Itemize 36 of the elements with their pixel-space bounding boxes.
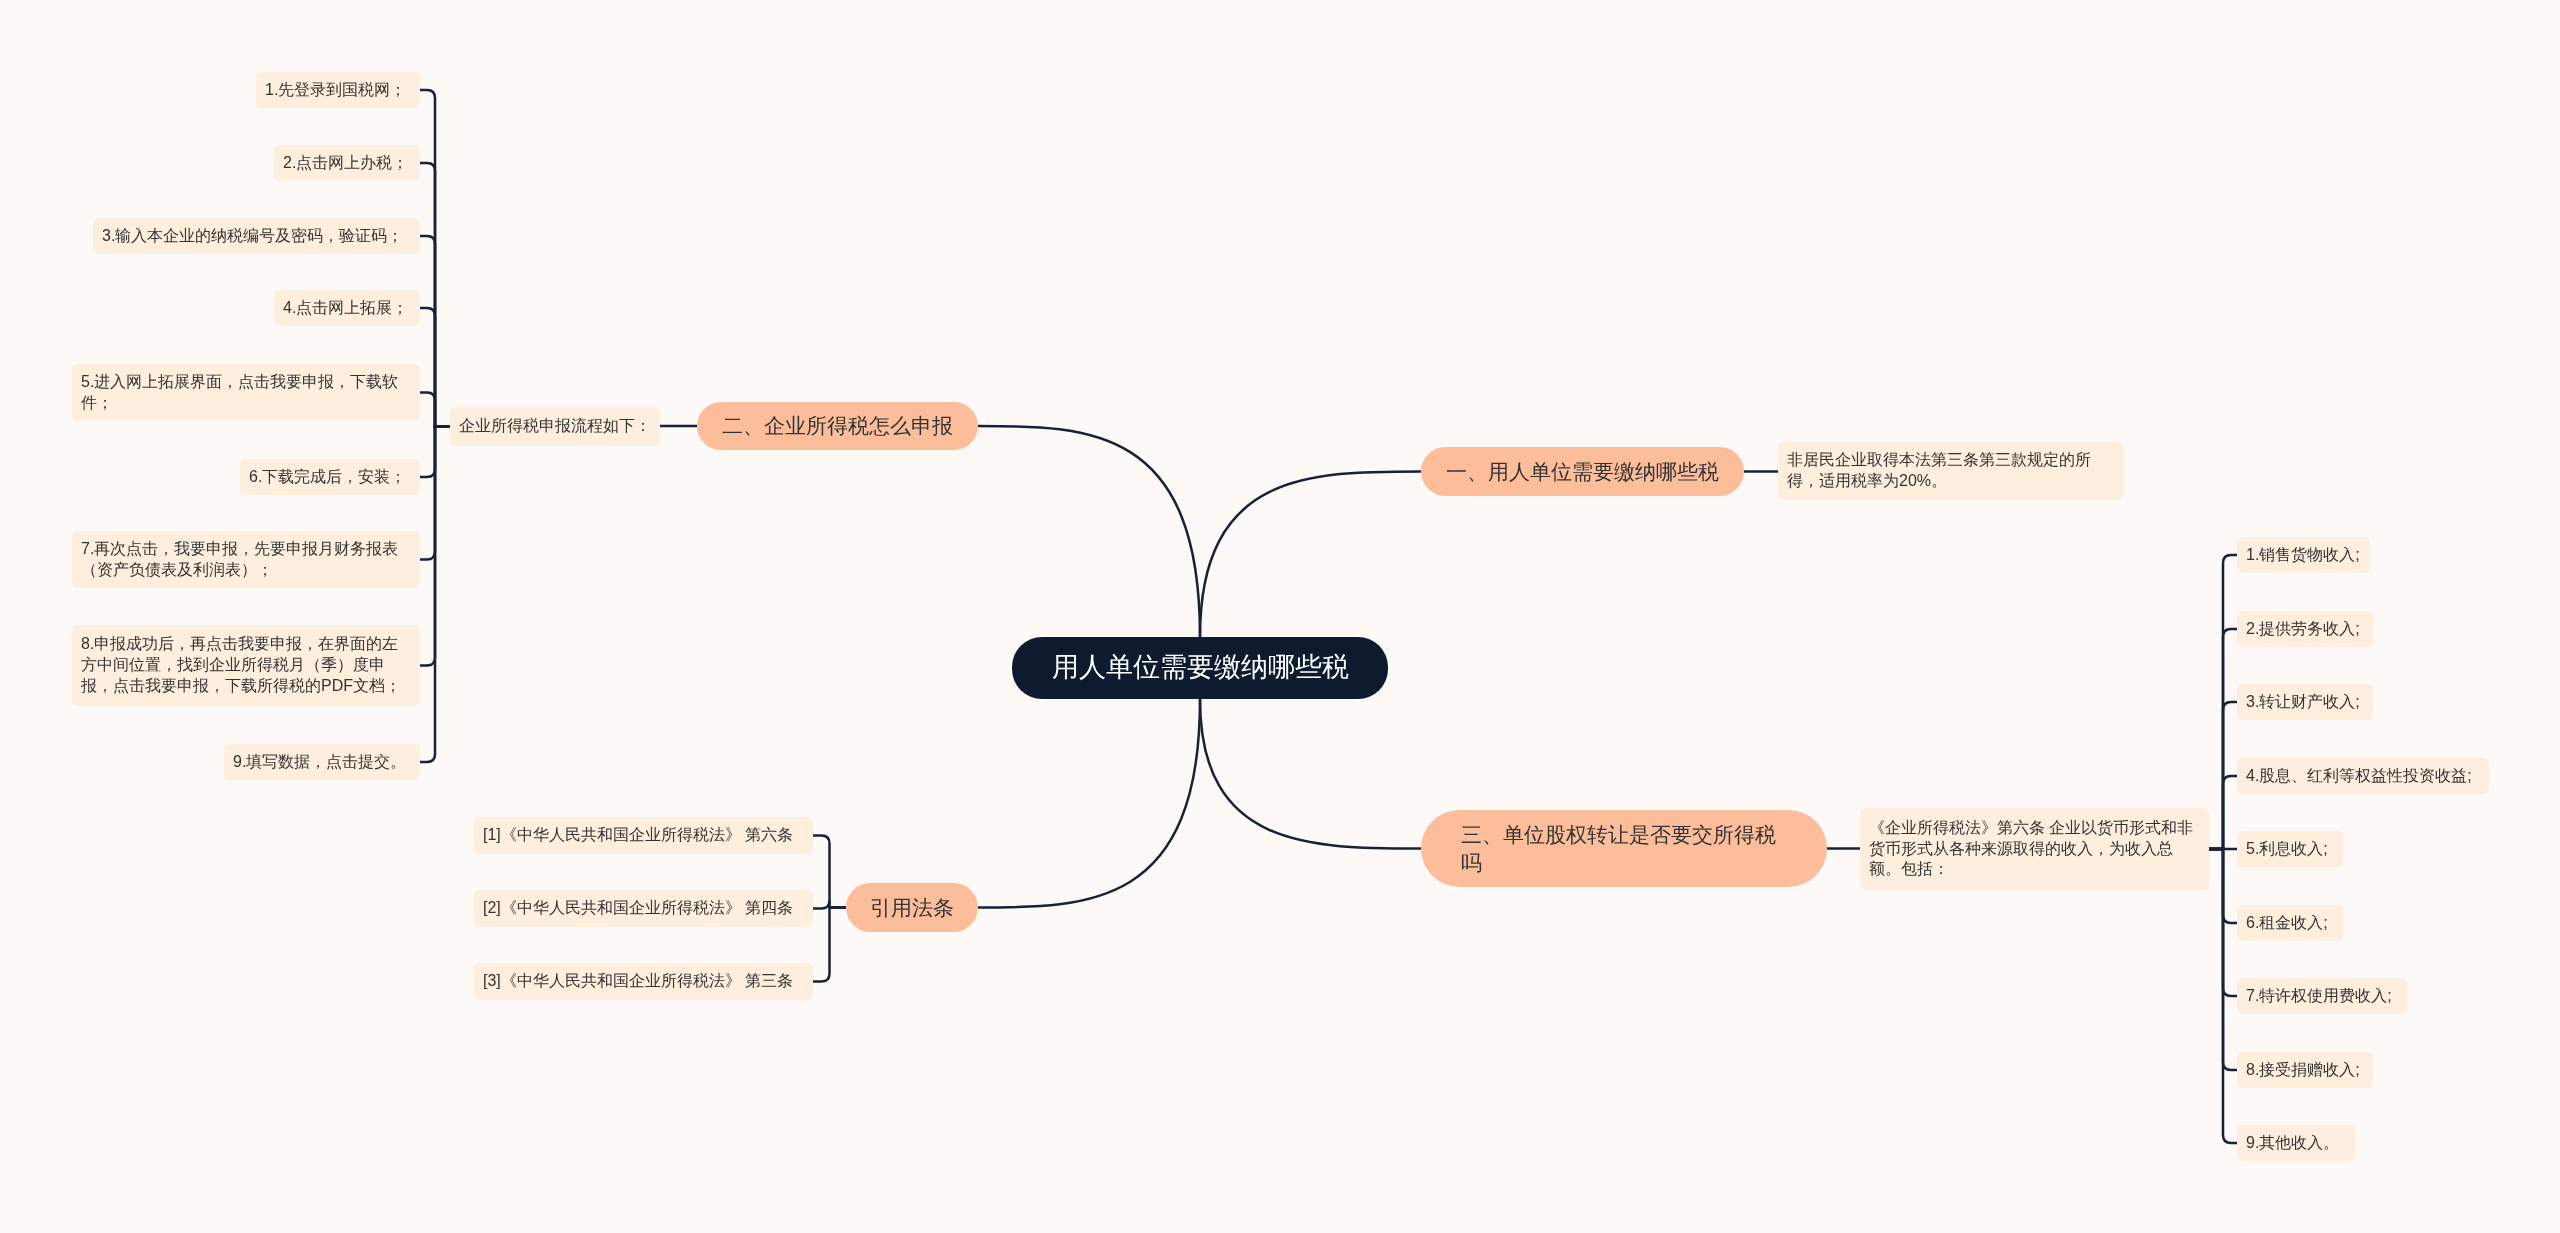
subtopic-box: 1.先登录到国税网； [256, 72, 420, 108]
branch-topic: 一、用人单位需要缴纳哪些税 [1421, 447, 1744, 496]
subtopic-box: 2.点击网上办税； [274, 145, 420, 181]
subtopic-box: [2]《中华人民共和国企业所得税法》 第四条 [474, 890, 813, 927]
connector-line [1827, 847, 1860, 850]
subtopic-box: 4.点击网上拓展； [274, 290, 420, 326]
subtopic-box: 7.特许权使用费收入; [2237, 978, 2407, 1014]
subtopic-box: 8.接受捐赠收入; [2237, 1052, 2373, 1088]
subtopic-box: 《企业所得税法》第六条 企业以货币形式和非货币形式从各种来源取得的收入，为收入总额。包括： [1860, 808, 2209, 890]
subtopic-box: 9.填写数据，点击提交。 [224, 744, 420, 780]
subtopic-box: 9.其他收入。 [2237, 1125, 2355, 1161]
bracket-connector [2209, 847, 2237, 1145]
subtopic-box: 5.利息收入; [2237, 831, 2343, 867]
central-topic: 用人单位需要缴纳哪些税 [1012, 637, 1388, 699]
subtopic-box: 8.申报成功后，再点击我要申报，在界面的左方中间位置，找到企业所得税月（季）度申报，点击我要申报，下载所得税的PDF文档； [72, 625, 420, 706]
bracket-connector [420, 425, 450, 764]
branch-connector [1198, 698, 1421, 850]
branch-topic: 三、单位股权转让是否要交所得税吗 [1421, 810, 1827, 887]
subtopic-box: 4.股息、红利等权益性投资收益; [2237, 758, 2489, 794]
subtopic-box: 1.销售货物收入; [2237, 537, 2370, 573]
subtopic-box: 企业所得税申报流程如下： [450, 407, 660, 446]
branch-topic: 引用法条 [846, 883, 978, 932]
branch-topic: 二、企业所得税怎么申报 [697, 402, 978, 450]
connector-line [1744, 470, 1778, 473]
branch-connector [1198, 470, 1421, 638]
subtopic-box: [1]《中华人民共和国企业所得税法》 第六条 [474, 817, 813, 854]
subtopic-box: 非居民企业取得本法第三条第三款规定的所得，适用税率为20%。 [1778, 442, 2124, 500]
connector-line [660, 424, 697, 428]
subtopic-box: 5.进入网上拓展界面，点击我要申报，下载软件； [72, 364, 420, 421]
subtopic-box: 3.输入本企业的纳税编号及密码，验证码； [93, 218, 420, 254]
subtopic-box: 7.再次点击，我要申报，先要申报月财务报表（资产负债表及利润表）； [72, 531, 420, 588]
subtopic-box: [3]《中华人民共和国企业所得税法》 第三条 [474, 963, 813, 1000]
subtopic-box: 6.下载完成后，安装； [240, 459, 420, 495]
subtopic-box: 2.提供劳务收入; [2237, 611, 2373, 647]
subtopic-box: 6.租金收入; [2237, 905, 2343, 941]
subtopic-box: 3.转让财产收入; [2237, 684, 2373, 720]
